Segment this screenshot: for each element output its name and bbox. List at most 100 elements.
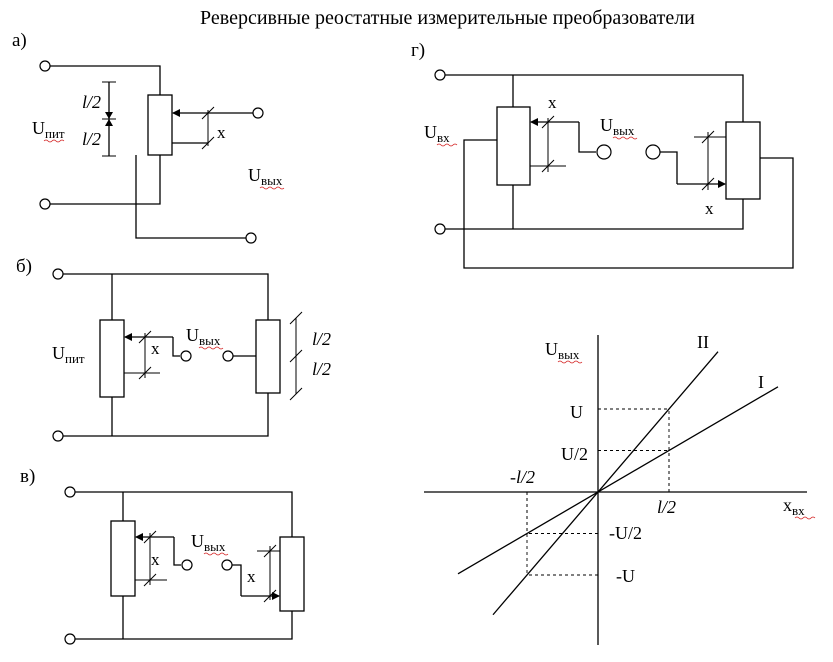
panel-v-x-tick-right-2: [263, 589, 277, 603]
panel-g-output-underline: [612, 136, 638, 140]
panel-a-label: а): [12, 30, 27, 51]
panel-g-x-tick-right-1: [701, 130, 715, 144]
panel-b-output-label: Uвых: [186, 325, 221, 348]
panel-g-wire-bottom: [445, 199, 744, 230]
graph-guides: [526, 408, 670, 576]
panel-b-wire-top: [63, 273, 269, 320]
panel-b-rheostat-right: [255, 319, 281, 394]
graph-series: [457, 351, 779, 616]
panel-v-x-label-left: x: [151, 550, 160, 569]
panel-v-rheostat-left: [110, 520, 136, 597]
panel-a-supply-label: Uпит: [32, 118, 65, 141]
panel-a-terminal-wiper: [252, 107, 264, 119]
panel-v-label: в): [20, 466, 35, 487]
panel-v-wire-bottom: [75, 611, 293, 640]
panel-v-terminal-out-left: [181, 559, 193, 571]
panel-g-x-tick-left-2: [541, 159, 555, 173]
panel-v-wire-wiper-right: [232, 564, 242, 596]
graph-tick-x-ml2: -l/2: [510, 467, 535, 487]
panel-b-wire-bottom: [63, 393, 269, 437]
panel-g-label: г): [411, 40, 425, 61]
panel-v-wire-top: [75, 491, 293, 537]
panel-a-supply-underline: [43, 139, 65, 143]
panel-v-terminal-top: [64, 486, 76, 498]
panel-b-half-tick-2: [289, 349, 303, 363]
panel-g-rheostat-left: [496, 106, 531, 186]
panel-v-rheostat-right: [279, 536, 305, 612]
panel-b-supply-label: Uпит: [52, 343, 85, 366]
graph-tick-y-mU: -U: [616, 566, 635, 586]
panel-g-wire-wiper-right: [660, 151, 678, 184]
panel-a-wire-out: [135, 155, 246, 239]
panel-b-x-tick-top: [138, 330, 152, 344]
panel-g-rheostat-right: [725, 121, 761, 200]
panel-b-half-tick-3: [289, 387, 303, 401]
graph-x-axis-label: xвх: [783, 495, 805, 518]
panel-b-terminal-top: [52, 268, 64, 280]
panel-b-terminal-out-left: [180, 350, 192, 362]
panel-g-x-tick-right-2: [701, 177, 715, 191]
panel-g-terminal-bottom: [434, 223, 446, 235]
graph-tick-y-U: U: [570, 402, 583, 422]
panel-b-label: б): [16, 256, 32, 277]
panel-v: в) x x Uвых: [20, 466, 305, 645]
panel-a-output-label: Uвых: [248, 165, 283, 188]
panel-a-wire-bottom: [50, 155, 161, 205]
panel-g-x-tick-left-1: [541, 115, 555, 129]
graph-tick-y-U2: U/2: [561, 444, 588, 464]
panel-b-half-top: l/2: [312, 329, 331, 349]
graph-line-label-II: II: [697, 332, 709, 352]
panel-a-half-arrows: [105, 112, 113, 126]
panel-a-rheostat: [147, 94, 173, 156]
panel-g-wire-wiper-left: [578, 122, 596, 153]
panel-a-half-bottom: l/2: [82, 129, 101, 149]
panel-b-terminal-bottom: [52, 430, 64, 442]
panel-g-terminal-out-right: [645, 144, 661, 160]
panel-a-terminal-bottom: [39, 198, 51, 210]
panel-b-wire-wiper: [172, 337, 180, 357]
graph-x-axis-underline: [794, 516, 816, 520]
panel-a-x-tick-top: [201, 106, 215, 120]
panel-b-half-tick-1: [289, 311, 303, 325]
panel-v-x-tick-left-1: [143, 530, 157, 544]
panel-v-terminal-out-right: [221, 559, 233, 571]
panel-a-x-tick-bottom: [201, 136, 215, 150]
graph-y-axis-underline: [557, 360, 583, 364]
panel-v-x-label-right: x: [247, 567, 256, 586]
graph-tick-y-mU2: -U/2: [609, 523, 642, 543]
panel-v-output-label: Uвых: [191, 531, 226, 554]
panel-a: а) x l/2 l/2 Uпит Uвых: [12, 30, 285, 244]
series-line-I: [457, 386, 779, 575]
panel-a-terminal-out: [245, 232, 257, 244]
panel-g-input-label: Uвх: [424, 122, 450, 145]
panel-a-x-label: x: [217, 123, 226, 142]
panel-b: б) x l/2 l/2 Uпит Uвых: [16, 256, 331, 442]
panel-g: г) x x Uвх Uвых: [411, 40, 794, 269]
panel-v-x-tick-left-2: [143, 573, 157, 587]
graph-y-axis-label: Uвых: [545, 339, 580, 362]
panel-b-rheostat-left: [99, 319, 125, 398]
panel-v-wire-wiper-left: [173, 537, 181, 566]
panel-g-terminal-out-left: [596, 144, 612, 160]
graph-line-label-I: I: [758, 372, 764, 392]
panel-b-output-underline: [198, 346, 224, 350]
graph-tick-x-l2: l/2: [657, 497, 676, 517]
panel-g-x-label-right: x: [705, 199, 714, 218]
panel-b-terminal-out-right: [222, 350, 234, 362]
series-line-II: [492, 351, 719, 616]
panel-g-wire-top: [445, 74, 744, 122]
panel-g-terminal-top: [434, 69, 446, 81]
panel-b-x-tick-bottom: [138, 366, 152, 380]
panel-a-output-underline: [259, 186, 285, 190]
panel-v-x-tick-right-1: [263, 544, 277, 558]
characteristic-graph: Uвых xвх U U/2 -U/2 -U l/2 -l/2 II I: [424, 332, 816, 645]
panel-g-input-underline: [436, 143, 458, 147]
panel-v-terminal-bottom: [64, 633, 76, 645]
panel-b-x-label: x: [151, 339, 160, 358]
panel-g-output-label: Uвых: [600, 115, 635, 138]
page-title: Реверсивные реостатные измерительные пре…: [200, 7, 695, 29]
panel-g-wire-loop: [463, 139, 794, 269]
panel-a-terminal-top: [39, 60, 51, 72]
panel-g-x-label-left: x: [548, 93, 557, 112]
